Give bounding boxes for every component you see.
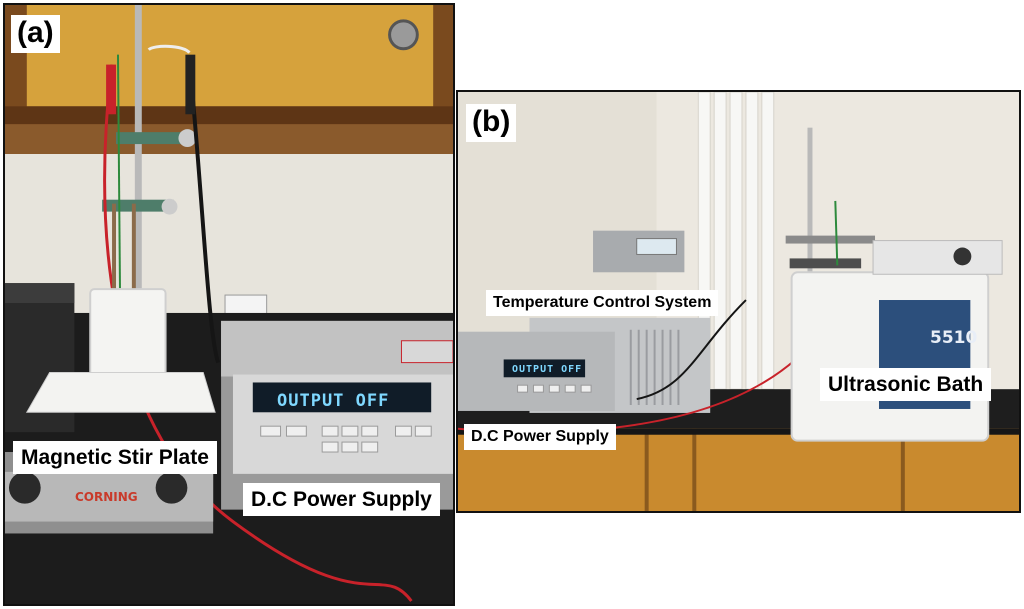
electrode-left [112,203,117,294]
photo-panel-b: (b) OUTPUT OFF 5510 Temperature Control … [456,90,1021,513]
bath-model-number: 5510 [930,328,978,348]
wall [5,154,453,313]
panel-letter-b: (b) [466,104,517,142]
black-wire [636,299,747,401]
power-supply-buttons [517,384,592,393]
power-supply-lcd [503,359,586,378]
panel-letter-a: (a) [11,15,60,53]
black-clip [185,54,196,115]
lcd-readout-a: OUTPUT OFF [277,391,390,411]
photo-panel-a: (a) OUTPUT OFF CORNING Magnetic Stir Pla… [3,3,455,606]
bath-knob [953,247,972,266]
cabinet-knob [388,19,419,51]
red-clip [106,64,117,115]
clamp-lower [102,199,174,212]
stir-knob-left [8,471,41,504]
ultrasonic-bath-lid [872,240,1003,275]
label-ultrasonic-bath: Ultrasonic Bath [820,368,992,401]
chiller-vents [629,329,680,406]
white-wire [147,44,191,54]
label-dc-power-supply-a: D.C Power Supply [243,483,440,516]
stir-plate-brand: CORNING [75,490,138,504]
stir-knob-right [155,471,188,504]
electrode-right [131,203,136,294]
black-wire [187,59,220,364]
green-wire [834,200,839,266]
stand-rod [134,5,142,294]
cabinet-door [26,5,434,107]
clamp-upper [116,132,186,145]
cabinet-shelf [5,106,453,125]
green-wire [117,54,121,289]
lcd-readout-b: OUTPUT OFF [512,364,583,375]
power-supply-buttons [260,425,432,453]
stand-base [789,258,862,269]
stand-rod [807,127,813,316]
power-supply-lcd [252,382,432,413]
label-magnetic-stir-plate: Magnetic Stir Plate [13,441,217,474]
label-temperature-control-system: Temperature Control System [486,290,719,316]
red-box [400,340,453,364]
label-dc-power-supply-b: D.C Power Supply [464,424,616,450]
stir-plate-top [25,372,216,413]
shelf-lip [5,124,453,155]
